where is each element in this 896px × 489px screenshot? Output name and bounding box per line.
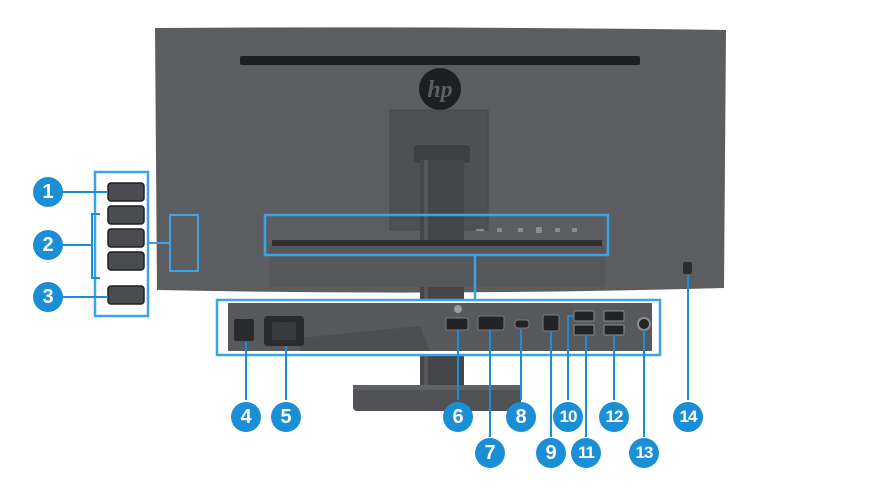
usb-a-port-top-right — [603, 310, 625, 322]
callout-9: 9 — [536, 438, 566, 468]
callout-11: 11 — [571, 438, 601, 468]
callout-5: 5 — [271, 402, 301, 432]
stand-base-top — [353, 385, 521, 390]
usb-a-port-bottom-right — [603, 324, 625, 336]
callout-8: 8 — [506, 402, 536, 432]
stand-base — [353, 385, 521, 411]
usb-a-port-top-left — [573, 310, 595, 322]
ports-panel-shade — [300, 326, 430, 351]
stand-hinge — [414, 145, 470, 163]
port-leader-lines — [245, 315, 645, 437]
logo-text: hp — [427, 77, 452, 103]
ac-power-inner — [272, 322, 296, 340]
button-group-keys — [177, 222, 191, 259]
callout-14: 14 — [673, 402, 703, 432]
osd-buttons — [107, 182, 145, 305]
callout-4: 4 — [231, 402, 261, 432]
audio-jack — [637, 317, 651, 331]
security-lock-slot — [683, 262, 692, 274]
power-switch — [234, 319, 254, 341]
callout-2: 2 — [33, 230, 63, 260]
lower-shroud — [270, 245, 605, 287]
callout-7: 7 — [475, 438, 505, 468]
rear-indicators — [476, 227, 577, 233]
callout-13: 13 — [629, 438, 659, 468]
displayport-port — [477, 315, 505, 331]
callout-10: 10 — [553, 402, 583, 432]
hp-logo-icon — [419, 68, 461, 110]
usb-a-port-bottom-left — [573, 324, 595, 336]
usb-c-port — [514, 319, 530, 329]
label-icon — [454, 305, 462, 313]
callout-3: 3 — [33, 282, 63, 312]
callout-6: 6 — [443, 402, 473, 432]
button-strip — [272, 240, 602, 246]
rear-controls-frame — [263, 213, 610, 257]
callout-12: 12 — [599, 402, 629, 432]
vent-slot — [240, 56, 640, 65]
leader-bracket-2 — [91, 213, 100, 279]
usb-b-port — [542, 314, 560, 332]
hdmi-port — [445, 317, 469, 331]
callout-1: 1 — [33, 177, 63, 207]
